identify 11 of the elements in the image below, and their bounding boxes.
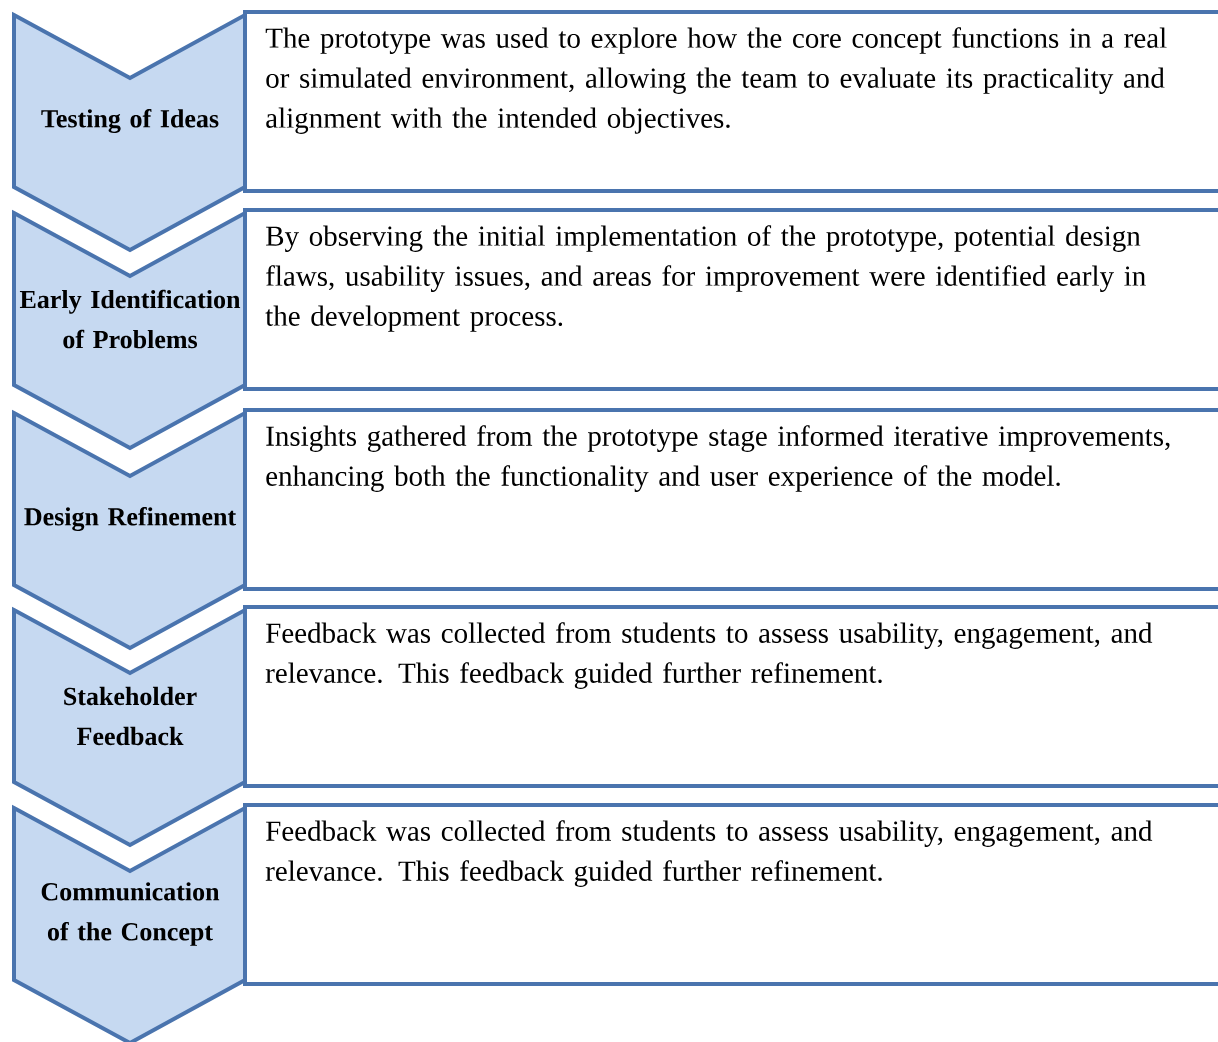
chevron-step: Communication of the Concept	[12, 804, 247, 1042]
chevron-step: Testing of Ideas	[12, 11, 247, 253]
description-box: By observing the initial implementation of the prototype, potential design flaws, usability issues, and areas for improvement were identified early in the development process.	[243, 208, 1218, 391]
chevron-step: Design Refinement	[12, 409, 247, 651]
description-box: Insights gathered from the prototype stage informed iterative improvements, enhancing both the functionality and user experience of the model.	[243, 408, 1218, 591]
description-box: The prototype was used to explore how the core concept functions in a real or simulated environment, allowing the team to evaluate its practicality and alignment with the intended objectives.	[243, 10, 1218, 193]
description-box: Feedback was collected from students to assess usability, engagement, and relevance. This feedback guided further refinement.	[243, 803, 1218, 986]
chevron-step: Stakeholder Feedback	[12, 606, 247, 848]
chevron-step: Early Identification of Problems	[12, 209, 247, 451]
description-box: Feedback was collected from students to assess usability, engagement, and relevance. This feedback guided further refinement.	[243, 605, 1218, 788]
node-label: Communication of the Concept	[41, 882, 220, 946]
